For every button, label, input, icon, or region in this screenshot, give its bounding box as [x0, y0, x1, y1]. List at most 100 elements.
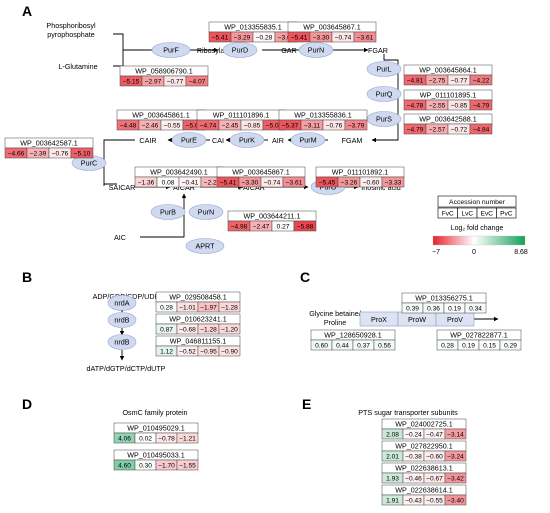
fold-change-value: 4.06 — [118, 436, 131, 443]
gene-box-purC: WP_003642587.1−4.66−2.39−0.76−5.10 — [4, 137, 94, 159]
fold-change-value: −2.47 — [253, 224, 270, 231]
fold-change-value: −5.41 — [212, 35, 229, 42]
enzyme-purb-node — [150, 204, 186, 220]
gene-box-pts3: WP_022638613.11.93−0.46−0.67−3.42 — [381, 462, 467, 484]
fold-change-value: 0.02 — [139, 436, 152, 443]
fold-change-cell — [344, 119, 368, 131]
fold-change-value: 0.37 — [357, 343, 370, 350]
fold-change-value: −0.55 — [164, 123, 181, 130]
fold-change-value: −3.14 — [447, 432, 464, 439]
enzyme-purb-label: PurB — [160, 208, 176, 217]
enzyme-purm-node — [290, 132, 326, 148]
enzyme-nrdb1-label: nrdB — [114, 316, 129, 325]
fold-change-value: −3.26 — [341, 180, 358, 187]
fold-change-value: −0.46 — [405, 476, 422, 483]
panel-label-a: A — [22, 3, 32, 19]
fold-change-value: −3.07 — [278, 35, 295, 42]
fold-change-cell — [218, 345, 241, 357]
gene-accession: WP_010495029.1 — [127, 424, 185, 433]
fold-change-value: −3.42 — [447, 476, 464, 483]
metabolite-saicar: SAICAR — [109, 183, 136, 192]
gene-accession: WP_013356275.1 — [415, 294, 473, 303]
fold-change-value: 2.08 — [386, 432, 399, 439]
fold-change-value: −1.97 — [200, 305, 217, 312]
metabolite-glycine-line1: Glycine betaine/ — [309, 309, 361, 318]
fold-change-value: −2.75 — [429, 78, 446, 85]
enzyme-purl-label: PurL — [376, 65, 391, 74]
fold-change-cell — [293, 220, 317, 232]
enzyme-purs-label: PurS — [376, 115, 392, 124]
legend-subtitle: Log₂ fold change — [451, 225, 504, 232]
fold-change-value: −4.98 — [231, 224, 248, 231]
fold-change-value: −0.67 — [426, 476, 443, 483]
fold-change-value: 1.12 — [160, 349, 173, 356]
gene-box-nrdB1: WP_010623241.10.87−0.68−1.28−1.20 — [155, 313, 241, 335]
legend-min-label: −7 — [432, 249, 440, 256]
fold-change-value: −2.55 — [429, 103, 446, 110]
fold-change-cell — [464, 302, 487, 314]
enzyme-nrdb2-label: nrdB — [114, 338, 129, 347]
gene-accession: WP_003642490.1 — [150, 168, 208, 177]
fold-change-value: −3.29 — [234, 35, 251, 42]
fold-change-value: −0.76 — [326, 123, 343, 130]
fold-change-value: 2.01 — [386, 454, 399, 461]
fold-change-value: 0.30 — [139, 463, 152, 470]
gene-accession: WP_003642588.1 — [419, 115, 477, 124]
fold-change-cell — [353, 31, 377, 43]
gene-box-purO: WP_011101892.1−5.45−3.26−0.60−3.33 — [315, 166, 405, 188]
enzyme-pure-node — [171, 132, 207, 148]
gene-accession: WP_027822877.1 — [450, 331, 508, 340]
fold-change-cell — [218, 301, 241, 313]
gene-accession: WP_010623241.1 — [169, 315, 227, 324]
transporter-prox-label: ProX — [371, 315, 387, 324]
fold-change-value: −1.20 — [221, 327, 238, 334]
fold-change-value: 0.28 — [160, 305, 173, 312]
transporter-prow-label: ProW — [408, 315, 426, 324]
enzyme-purf-node — [151, 42, 191, 58]
enzyme-purq-label: PurQ — [376, 90, 393, 99]
fold-change-value: −0.43 — [405, 498, 422, 505]
metabolite-inosinic-acid: Inosinic acid — [361, 183, 401, 192]
enzyme-purn1-node — [298, 42, 334, 58]
metabolite-fgam: FGAM — [342, 136, 363, 145]
fold-change-value: 0.28 — [441, 343, 454, 350]
fold-change-cell — [176, 459, 199, 471]
title-pts: PTS sugar transporter subunits — [358, 408, 458, 417]
fold-change-cell — [176, 432, 199, 444]
enzyme-purc-label: PurC — [81, 159, 97, 168]
gene-accession: WP_011101892.1 — [332, 168, 388, 177]
enzyme-nrdb2-node — [107, 334, 137, 350]
fold-change-value: −3.30 — [313, 35, 330, 42]
gene-box-purD: WP_003645867.1−5.41−3.30−0.74−3.61 — [287, 21, 377, 43]
gene-accession: WP_013355836.1 — [294, 111, 352, 120]
fold-change-value: −5.88 — [297, 224, 314, 231]
enzyme-purm-label: PurM — [299, 136, 316, 145]
fold-change-cell — [469, 74, 493, 86]
fold-change-value: −4.79 — [407, 127, 424, 134]
gene-accession: WP_013355835.1 — [224, 23, 282, 32]
fold-change-value: 0.87 — [160, 327, 173, 334]
gene-accession: WP_003645867.1 — [232, 168, 290, 177]
gene-accession: WP_046811155.1 — [170, 337, 226, 346]
gene-accession: WP_022638613.1 — [395, 464, 453, 473]
enzyme-purn2-node — [188, 204, 224, 220]
fold-change-value: −1.70 — [158, 463, 175, 470]
fold-change-value: −4.84 — [473, 127, 490, 134]
enzyme-aprt-label: APRT — [195, 242, 215, 251]
fold-change-value: −3.40 — [447, 498, 464, 505]
metabolite-cai: CAI — [212, 136, 224, 145]
legend-condition-evc: EvC — [481, 211, 494, 218]
fold-change-value: −0.74 — [264, 180, 281, 187]
fold-change-value: −2.97 — [145, 79, 162, 86]
fold-change-value: −0.24 — [405, 432, 422, 439]
metabolite-prpp-line1: Phosphoribosyl — [46, 21, 96, 30]
enzyme-nrdb1-node — [107, 312, 137, 328]
fold-change-cell — [469, 123, 493, 135]
gene-box-purM: WP_013355836.1−5.37−3.11−0.76−3.79 — [278, 109, 368, 131]
fold-change-value: −0.60 — [363, 180, 380, 187]
